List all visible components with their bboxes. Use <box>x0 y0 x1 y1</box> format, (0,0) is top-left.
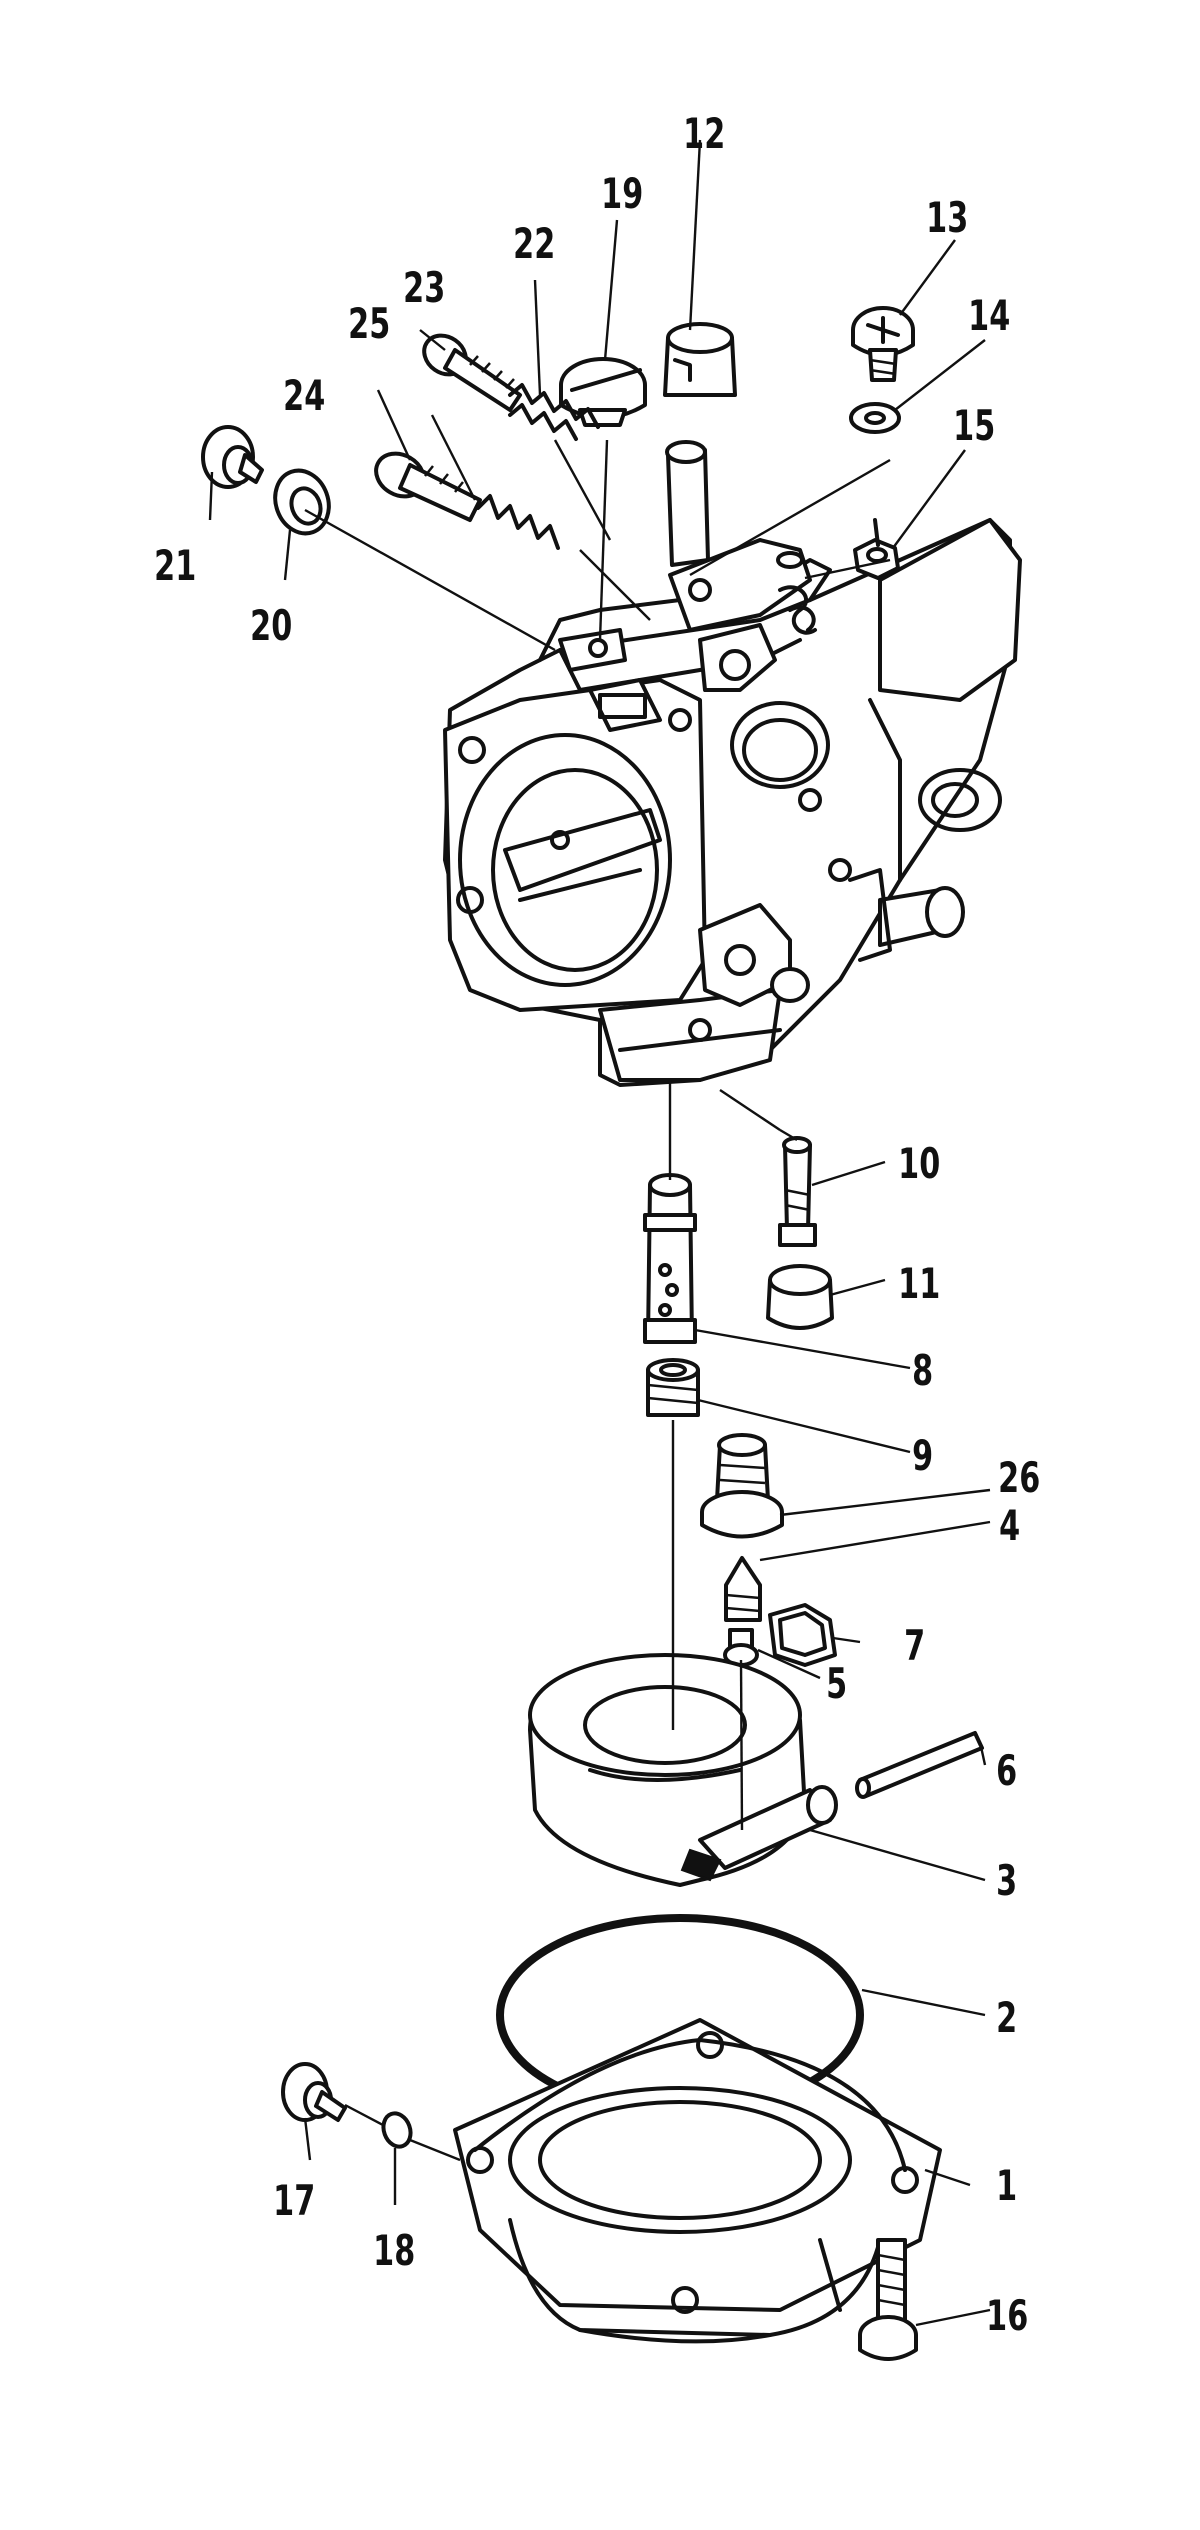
part-4-needle <box>724 1556 762 1622</box>
callout-24: 24 <box>283 371 325 420</box>
callout-15: 15 <box>953 401 995 450</box>
callout-12: 12 <box>683 109 725 158</box>
callout-1: 1 <box>996 2161 1017 2210</box>
callout-19: 19 <box>601 169 643 218</box>
part-25-spring <box>476 494 560 550</box>
part-17-drain-plug <box>281 2062 347 2122</box>
callout-3: 3 <box>996 1856 1017 1905</box>
part-23-screw <box>422 333 522 412</box>
part-20-ring <box>273 468 331 536</box>
callout-9: 9 <box>912 1431 933 1480</box>
callout-25: 25 <box>348 299 390 348</box>
part-7-gasket <box>768 1603 837 1667</box>
part-9-jet <box>646 1358 700 1417</box>
callout-18: 18 <box>373 2226 415 2275</box>
part-1-float-bowl <box>453 2018 942 2344</box>
part-12-cap <box>663 322 737 397</box>
part-18-washer <box>381 2111 413 2149</box>
callout-13: 13 <box>926 193 968 242</box>
callout-26: 26 <box>998 1453 1040 1502</box>
part-3-float <box>528 1653 838 1887</box>
callout-6: 6 <box>996 1746 1017 1795</box>
part-6-pin <box>855 1731 984 1799</box>
callout-labels: 1 2 3 4 5 6 7 8 9 10 11 12 13 14 15 16 1… <box>154 109 1040 2340</box>
part-5-spring-seat <box>723 1628 759 1667</box>
callout-2: 2 <box>996 1993 1017 2042</box>
callout-8: 8 <box>912 1346 933 1395</box>
part-21-bolt <box>201 425 264 489</box>
callout-21: 21 <box>154 541 196 590</box>
callout-5: 5 <box>826 1659 847 1708</box>
part-15-nut <box>853 518 900 580</box>
callout-23: 23 <box>403 263 445 312</box>
throttle-shaft-assembly <box>665 440 817 635</box>
carburetor-body <box>443 518 1022 1087</box>
callout-20: 20 <box>250 601 292 650</box>
callout-14: 14 <box>968 291 1010 340</box>
callout-17: 17 <box>273 2176 315 2225</box>
part-24-screw <box>374 451 482 522</box>
callout-22: 22 <box>513 219 555 268</box>
part-10-jet <box>778 1136 817 1247</box>
part-8-nozzle <box>643 1173 697 1344</box>
part-13-screw <box>851 306 915 382</box>
callout-11: 11 <box>898 1259 940 1308</box>
part-14-washer <box>849 402 901 434</box>
part-16-screw <box>858 2238 918 2361</box>
part-26-seat <box>700 1433 784 1539</box>
part-11-plug <box>766 1264 834 1330</box>
callout-16: 16 <box>986 2291 1028 2340</box>
callout-10: 10 <box>898 1139 940 1188</box>
leader-lines <box>208 139 991 2327</box>
callout-7: 7 <box>904 1621 925 1670</box>
callout-4: 4 <box>999 1501 1020 1550</box>
part-22-spring <box>508 383 600 441</box>
